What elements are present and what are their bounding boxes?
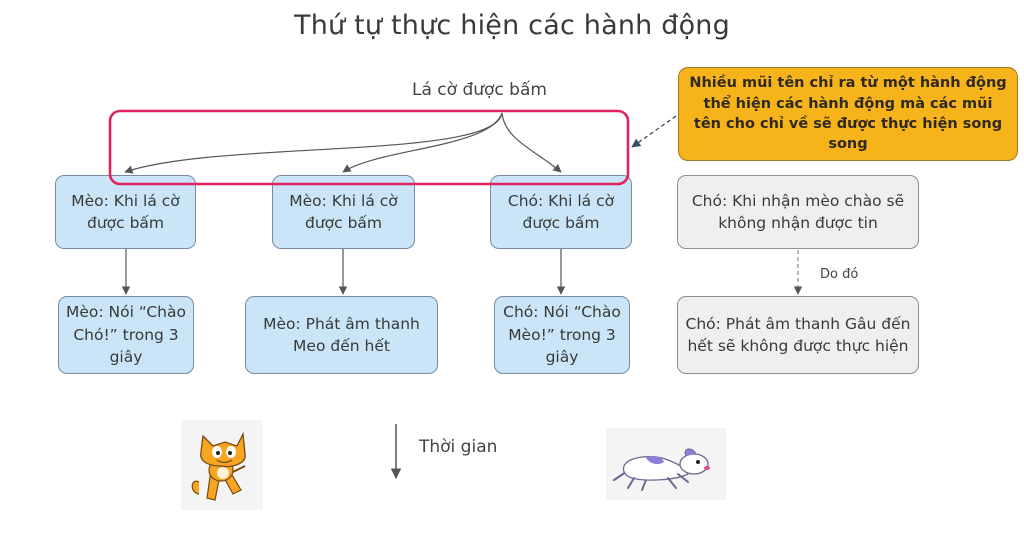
cat-icon bbox=[191, 431, 246, 501]
dog-icon bbox=[612, 448, 710, 491]
dog-receive-event-box: Chó: Khi nhận mèo chào sẽ không nhận đượ… bbox=[677, 175, 919, 249]
note-pointer-arrow bbox=[631, 115, 677, 148]
time-axis-label: Thời gian bbox=[419, 437, 498, 457]
therefore-label: Do đó bbox=[820, 267, 859, 282]
dog-flag-event-box: Chó: Khi lá cờ được bấm bbox=[490, 175, 632, 249]
cat-sound-action-box: Mèo: Phát âm thanh Meo đến hết bbox=[245, 296, 438, 374]
cat-flag-event-box-2: Mèo: Khi lá cờ được bấm bbox=[272, 175, 415, 249]
flag-to-dog-arrow bbox=[501, 112, 562, 173]
parallel-highlight-frame bbox=[108, 109, 630, 186]
flag-to-cat-arrow-2 bbox=[342, 112, 503, 173]
dog-say-action-box: Chó: Nói “Chào Mèo!” trong 3 giây bbox=[494, 296, 630, 374]
cat-flag-event-box-1: Mèo: Khi lá cờ được bấm bbox=[55, 175, 196, 249]
flag-clicked-label: Lá cờ được bấm bbox=[412, 80, 547, 100]
cat-say-action-box: Mèo: Nói “Chào Chó!” trong 3 giây bbox=[58, 296, 194, 374]
parallel-note-callout: Nhiều mũi tên chỉ ra từ một hành động th… bbox=[678, 67, 1018, 161]
scratch-cat-sprite bbox=[181, 420, 263, 510]
page-title: Thứ tự thực hiện các hành động bbox=[294, 10, 730, 41]
dog-sound-action-box: Chó: Phát âm thanh Gâu đến hết sẽ không … bbox=[677, 296, 919, 374]
flag-to-cat-arrow-1 bbox=[124, 112, 503, 174]
dog-sprite bbox=[606, 428, 726, 500]
